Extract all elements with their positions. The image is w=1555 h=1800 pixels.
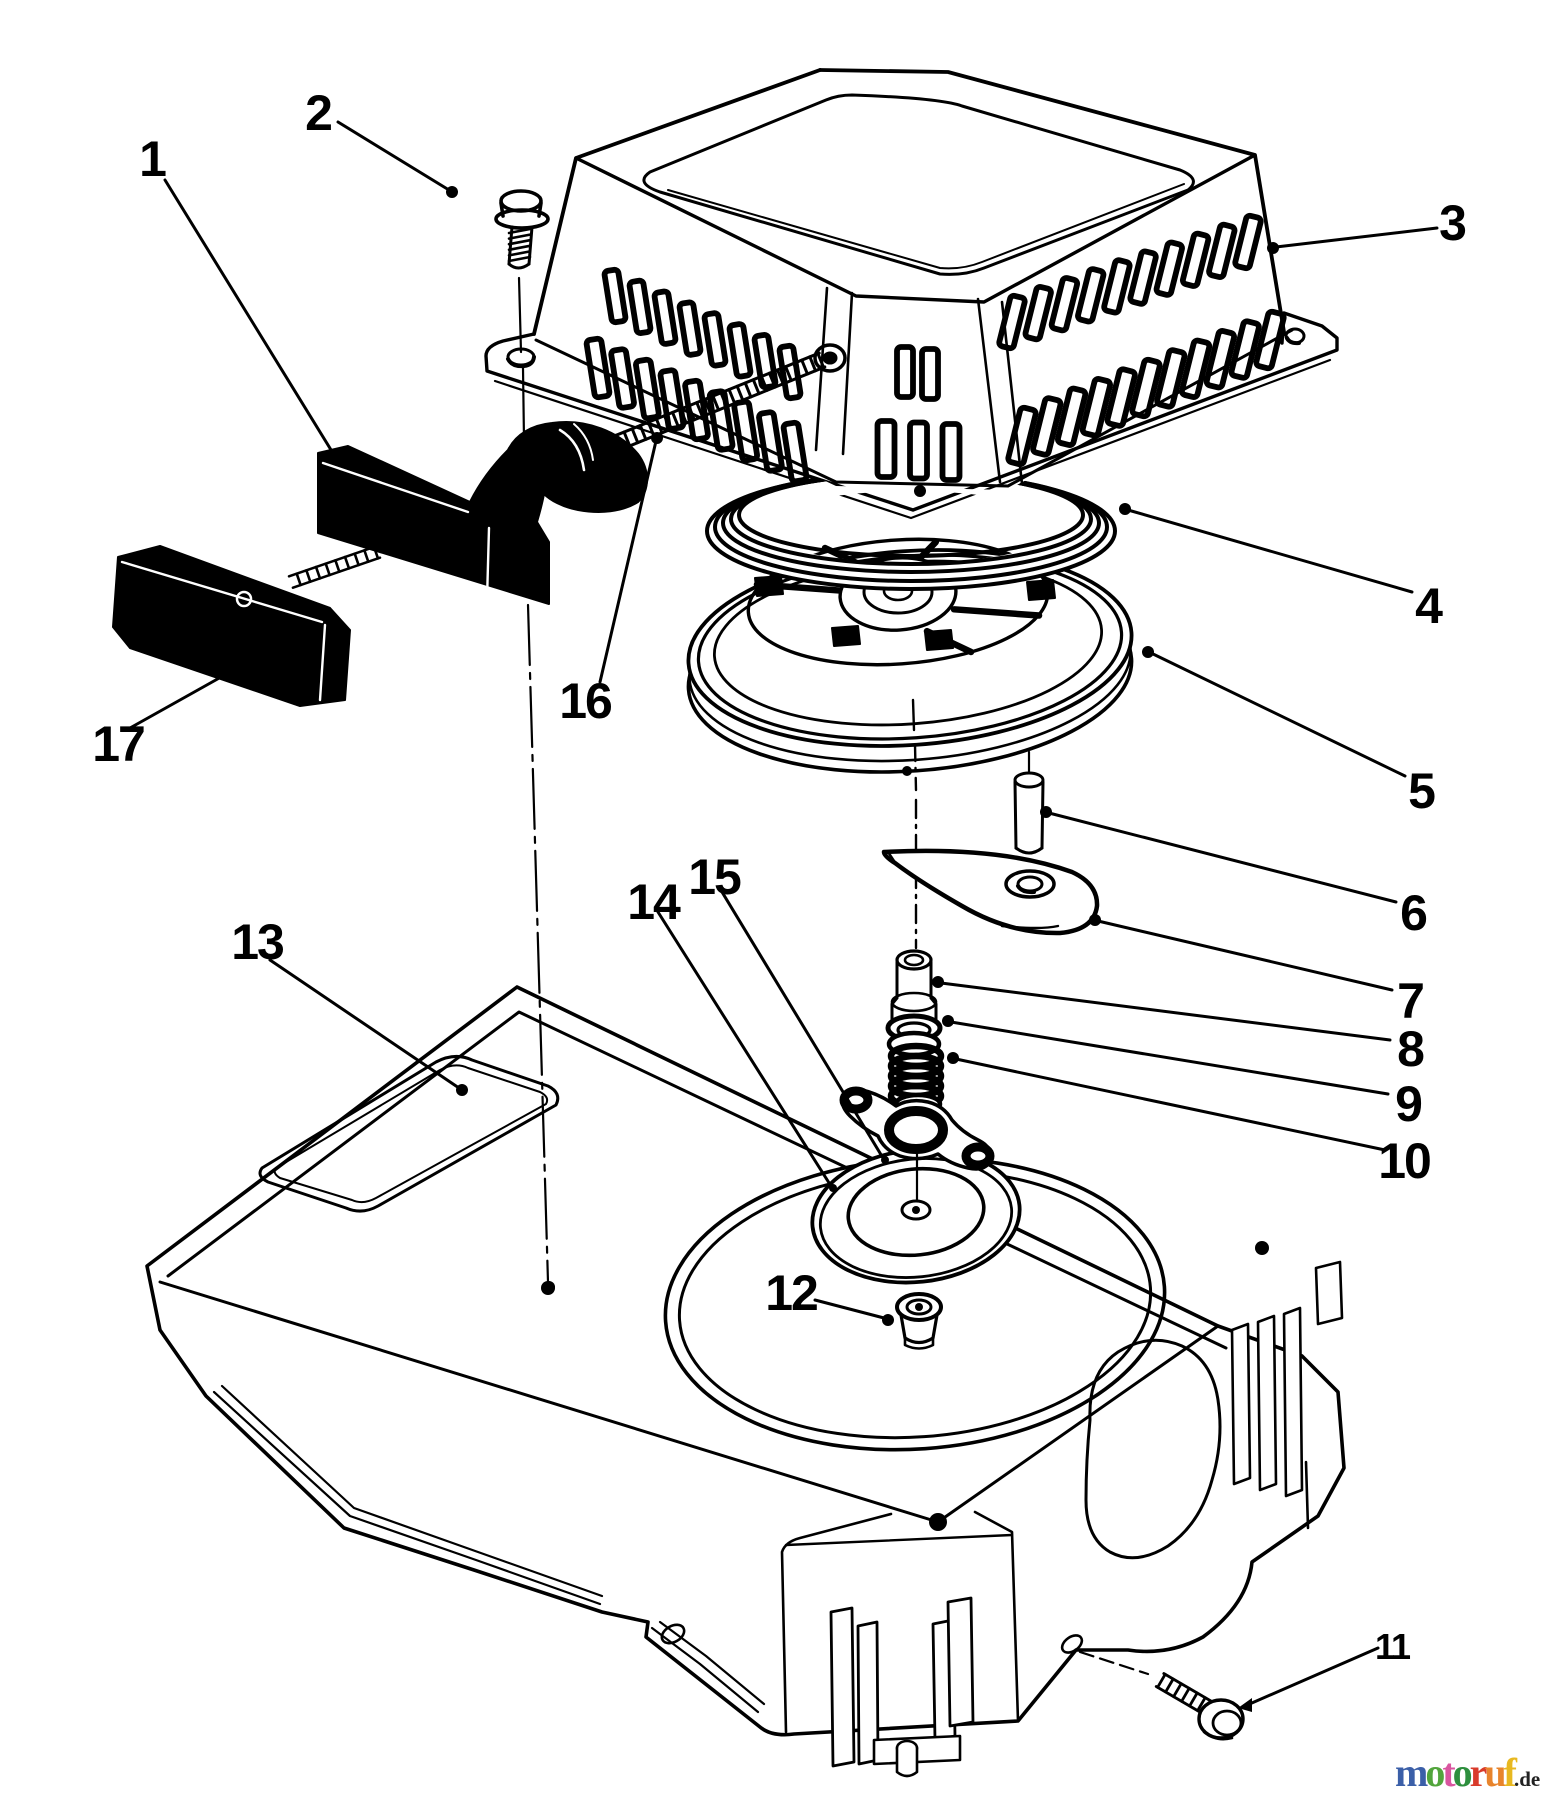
svg-text:3: 3 [1439,195,1465,251]
svg-text:9: 9 [1395,1076,1421,1132]
svg-text:4: 4 [1415,578,1443,634]
svg-text:6: 6 [1400,885,1426,941]
svg-text:12: 12 [765,1265,817,1321]
svg-text:7: 7 [1397,973,1423,1029]
svg-text:1: 1 [139,131,166,187]
svg-text:13: 13 [231,914,283,970]
svg-text:10: 10 [1378,1133,1430,1189]
svg-text:5: 5 [1408,763,1435,819]
svg-text:16: 16 [559,673,611,729]
svg-text:15: 15 [688,849,741,905]
svg-text:8: 8 [1397,1021,1424,1077]
svg-text:11: 11 [1375,1626,1411,1667]
svg-text:2: 2 [305,85,331,141]
svg-text:14: 14 [627,874,681,930]
svg-text:17: 17 [92,716,144,772]
